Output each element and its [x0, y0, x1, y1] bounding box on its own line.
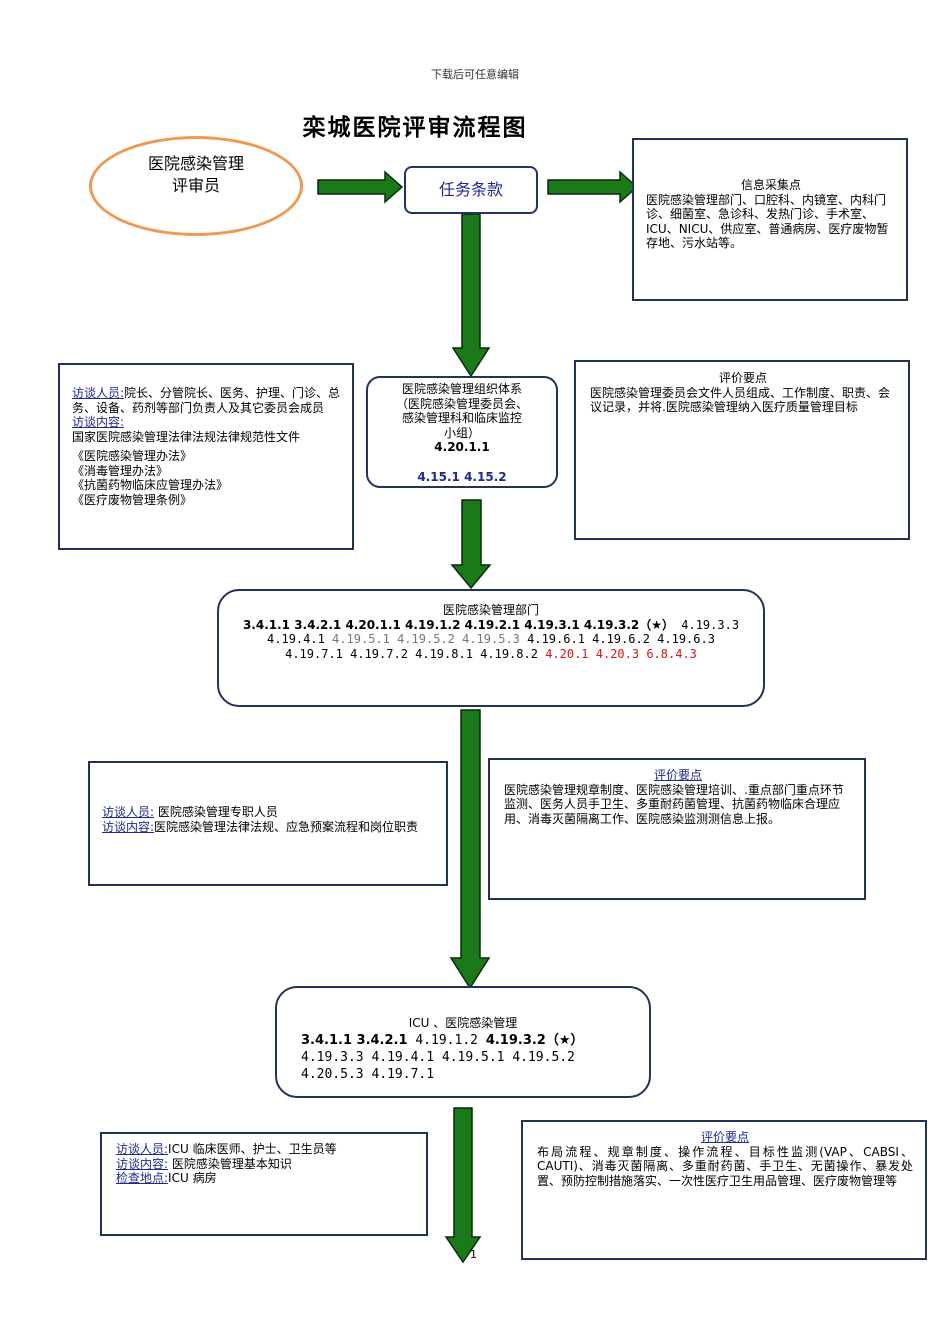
info-title: 信息采集点 — [740, 178, 801, 192]
eval1-text: 医院感染管理委员会文件人员组成、工作制度、职责、会议记录，并将.医院感染管理纳入… — [590, 385, 891, 415]
arrow-task-to-info — [547, 170, 639, 204]
arrow-dept-to-icu — [449, 709, 491, 990]
interview1-content-label: 访谈内容: — [72, 415, 125, 429]
eval3-title: 评价要点 — [700, 1130, 749, 1144]
dept-box: 医院感染管理部门 3.4.1.1 3.4.2.1 4.20.1.1 4.19.1… — [217, 589, 765, 707]
dept-row2-b: 4.19.6.1 4.19.6.2 4.19.6.3 — [519, 632, 715, 646]
org-code2: 4.15.1 4.15.2 — [417, 469, 507, 484]
icu-row1-bold: 3.4.1.1 3.4.2.1 — [301, 1033, 408, 1048]
org-box: 医院感染管理组织体系 （医院感染管理委员会、 感染管理科和临床监控 小组） 4.… — [366, 376, 558, 488]
interview1-persons-label: 访谈人员: — [72, 386, 125, 400]
interview2-persons-label: 访谈人员: — [102, 805, 155, 819]
icu-row1-mid: 4.19.1.2 — [407, 1033, 486, 1048]
dept-row1-bold: 3.4.1.1 3.4.2.1 4.20.1.1 4.19.1.2 4.19.2… — [242, 617, 675, 632]
info-box: 信息采集点 医院感染管理部门、口腔科、内镜室、内科门诊、细菌室、急诊科、发热门诊… — [632, 138, 908, 301]
interview3-place-label: 检查地点: — [116, 1171, 169, 1185]
org-line2: （医院感染管理委员会、 — [395, 396, 528, 411]
interview2-persons: 医院感染管理专职人员 — [154, 805, 278, 819]
interview3-persons: ICU 临床医师、护士、卫生员等 — [168, 1142, 337, 1156]
page-number: 1 — [470, 1248, 477, 1261]
task-box: 任务条款 — [404, 166, 538, 214]
interview3-content-label: 访谈内容: — [116, 1156, 169, 1171]
eval1-title: 评价要点 — [718, 371, 767, 385]
org-line1: 医院感染管理组织体系 — [401, 382, 522, 396]
reviewer-line2: 评审员 — [171, 176, 220, 195]
interview-box-2: 访谈人员: 医院感染管理专职人员 访谈内容:医院感染管理法律法规、应急预案流程和… — [88, 761, 448, 886]
icu-row1-bold2: 4.19.3.2（★） — [485, 1033, 584, 1048]
reviewer-oval: 医院感染管理 评审员 — [89, 136, 303, 236]
interview1-persons: 院长、分管院长、医务、护理、门诊、总务、设备、药剂等部门负责人及其它委员会成员 — [72, 386, 341, 415]
eval3-text: 布局流程、规章制度、操作流程、目标性监测(VAP、CABSI、CAUTI)、消毒… — [537, 1144, 913, 1188]
interview1-doc: 《消毒管理办法》 — [72, 463, 169, 478]
dept-row3-red: 4.20.1 4.20.3 6.8.4.3 — [545, 646, 697, 661]
eval2-title: 评价要点 — [653, 768, 702, 782]
icu-title: ICU 、医院感染管理 — [408, 1016, 518, 1030]
dept-row2-grey: 4.19.5.1 4.19.5.2 4.19.5.3 — [332, 632, 520, 646]
interview3-content: 医院感染管理基本知识 — [168, 1156, 292, 1171]
reviewer-line1: 医院感染管理 — [147, 154, 244, 173]
arrow-icu-down — [444, 1107, 482, 1264]
icu-row2: 4.19.3.3 4.19.4.1 4.19.5.1 4.19.5.2 — [301, 1050, 575, 1065]
eval2-text: 医院感染管理规章制度、医院感染管理培训、.重点部门重点环节监测、医务人员手卫生、… — [504, 782, 844, 826]
org-line4: 小组） — [443, 425, 480, 440]
org-code1: 4.20.1.1 — [434, 440, 490, 454]
org-line3: 感染管理科和临床监控 — [401, 411, 522, 425]
task-label: 任务条款 — [438, 180, 503, 199]
icu-row3: 4.20.5.3 4.19.7.1 — [301, 1067, 435, 1082]
interview1-content: 国家医院感染管理法律法规法律规范性文件 — [72, 429, 301, 444]
interview3-persons-label: 访谈人员: — [116, 1142, 169, 1156]
icu-box: ICU 、医院感染管理 3.4.1.1 3.4.2.1 4.19.1.2 4.1… — [275, 986, 651, 1098]
dept-row3-a: 4.19.7.1 4.19.7.2 4.19.8.1 4.19.8.2 — [285, 646, 546, 661]
interview1-doc: 《医院感染管理办法》 — [72, 449, 193, 463]
dept-title: 医院感染管理部门 — [442, 603, 539, 617]
header-note: 下载后可任意编辑 — [431, 68, 519, 81]
info-text: 医院感染管理部门、口腔科、内镜室、内科门诊、细菌室、急诊科、发热门诊、手术室、I… — [646, 192, 889, 251]
eval-box-1: 评价要点 医院感染管理委员会文件人员组成、工作制度、职责、会议记录，并将.医院感… — [574, 360, 910, 540]
page-title: 栾城医院评审流程图 — [302, 114, 528, 141]
interview2-content: 医院感染管理法律法规、应急预案流程和岗位职责 — [154, 819, 419, 834]
dept-row2-a: 4.19.4.1 — [267, 632, 333, 646]
interview-box-1: 访谈人员:院长、分管院长、医务、护理、门诊、总务、设备、药剂等部门负责人及其它委… — [58, 363, 354, 550]
interview1-doc: 《抗菌药物临床应管理办法》 — [72, 478, 229, 492]
arrow-task-to-org — [451, 213, 491, 378]
interview3-place: ICU 病房 — [168, 1171, 217, 1185]
arrow-org-to-dept — [450, 499, 492, 590]
interview2-content-label: 访谈内容: — [102, 819, 155, 834]
interview1-doc: 《医疗废物管理条例》 — [72, 492, 193, 507]
eval-box-3: 评价要点 布局流程、规章制度、操作流程、目标性监测(VAP、CABSI、CAUT… — [521, 1120, 927, 1260]
eval-box-2: 评价要点 医院感染管理规章制度、医院感染管理培训、.重点部门重点环节监测、医务人… — [488, 758, 866, 900]
arrow-reviewer-to-task — [317, 170, 404, 204]
dept-row1-tail: 4.19.3.3 — [674, 617, 740, 632]
interview-box-3: 访谈人员:ICU 临床医师、护士、卫生员等 访谈内容: 医院感染管理基本知识 检… — [100, 1132, 428, 1236]
